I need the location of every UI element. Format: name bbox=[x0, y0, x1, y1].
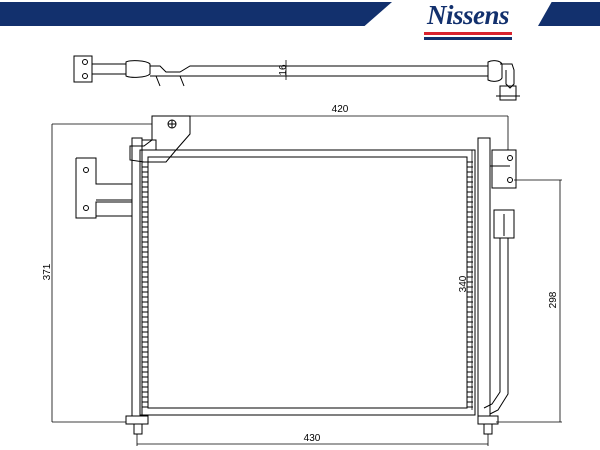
right-foot-pin bbox=[483, 423, 493, 435]
dryer-tube bbox=[483, 238, 509, 415]
dim-label-pipe: 16 bbox=[278, 64, 289, 76]
core-fins bbox=[142, 161, 473, 408]
condenser-core-inner bbox=[147, 156, 468, 409]
dim-label-height-inner: 340 bbox=[458, 275, 469, 292]
brand-logo: Nissens bbox=[420, 0, 516, 44]
pipe-detail bbox=[73, 55, 520, 101]
flange-hole-bottom bbox=[82, 73, 88, 79]
dim-label-height-right: 298 bbox=[548, 291, 559, 308]
right-tank bbox=[477, 137, 491, 417]
dimension-lines bbox=[51, 60, 562, 446]
pipe-elbow bbox=[500, 63, 515, 89]
condenser bbox=[75, 115, 517, 435]
dim-ext-height-left bbox=[52, 123, 152, 423]
dim-ext-height-right bbox=[496, 179, 562, 423]
pipe-stub-left bbox=[92, 63, 127, 75]
top-bracket-hole-cross bbox=[168, 120, 176, 128]
pipe-end-flange bbox=[73, 55, 93, 83]
pipe-valve-body bbox=[499, 85, 517, 101]
right-flange-hole-top bbox=[507, 155, 513, 161]
dryer-cap bbox=[493, 209, 515, 239]
left-bracket-hole-top bbox=[83, 167, 89, 173]
brand-logo-text: Nissens bbox=[426, 0, 510, 30]
flange-hole-top bbox=[82, 59, 88, 65]
left-bracket-lower bbox=[96, 199, 133, 217]
pipe-line-upper bbox=[150, 65, 488, 73]
pipe-bracket bbox=[155, 75, 185, 87]
left-bracket-hole-bottom bbox=[83, 205, 89, 211]
left-tank-cap bbox=[142, 139, 157, 150]
right-flange-hole-bottom bbox=[507, 177, 513, 183]
dim-ext-width-bottom bbox=[136, 434, 489, 446]
condenser-core bbox=[139, 149, 476, 416]
dim-label-width-bottom: 430 bbox=[304, 433, 321, 444]
right-foot-plate bbox=[477, 415, 499, 425]
logo-stripe-blue bbox=[424, 37, 512, 40]
pipe-fitting-right bbox=[487, 60, 503, 82]
top-bracket bbox=[129, 115, 191, 163]
right-flange bbox=[491, 149, 517, 189]
left-foot-pin bbox=[133, 423, 143, 435]
logo-stripe-red bbox=[424, 32, 512, 35]
dim-label-width-top: 420 bbox=[332, 104, 349, 115]
left-bracket bbox=[75, 157, 132, 219]
header-banner-left bbox=[0, 2, 392, 26]
dim-label-height-left: 371 bbox=[42, 263, 53, 280]
left-foot-plate bbox=[125, 415, 149, 425]
pipe-fitting-left bbox=[125, 60, 151, 78]
